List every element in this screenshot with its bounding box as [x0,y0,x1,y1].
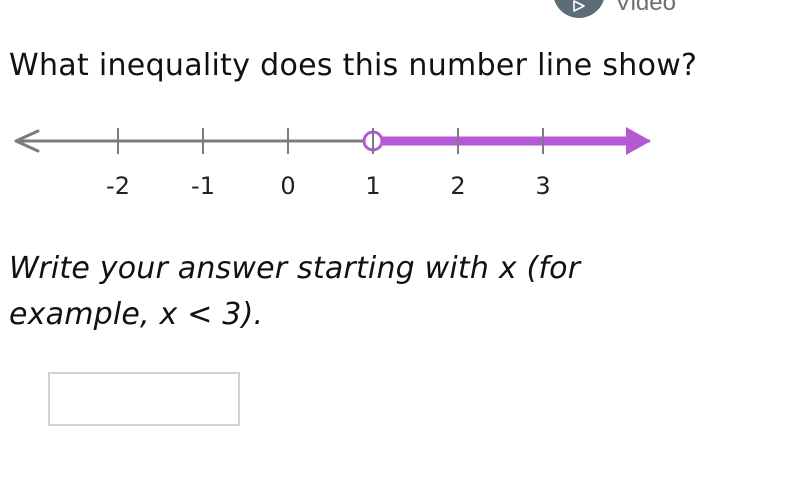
tick-label: 2 [450,172,465,200]
instructions-line-1: Write your answer starting with x (for [9,251,581,286]
tick-label: 3 [535,172,550,200]
tick-label: -2 [106,172,130,200]
video-label: Video [615,0,676,16]
play-icon [573,0,585,12]
video-button[interactable]: Video [553,0,676,18]
tick-label: -1 [191,172,215,200]
instructions: Write your answer starting with x (for e… [9,246,769,338]
answer-input[interactable] [48,372,240,426]
number-line: -2 -1 0 1 2 3 [14,127,651,200]
right-arrow-icon [626,127,651,155]
tick-label: 1 [365,172,380,200]
question-text: What inequality does this number line sh… [9,48,698,83]
video-icon-circle [553,0,605,18]
instructions-line-2: example, x < 3). [9,297,264,332]
left-arrow-icon [14,129,40,153]
tick-label: 0 [280,172,295,200]
